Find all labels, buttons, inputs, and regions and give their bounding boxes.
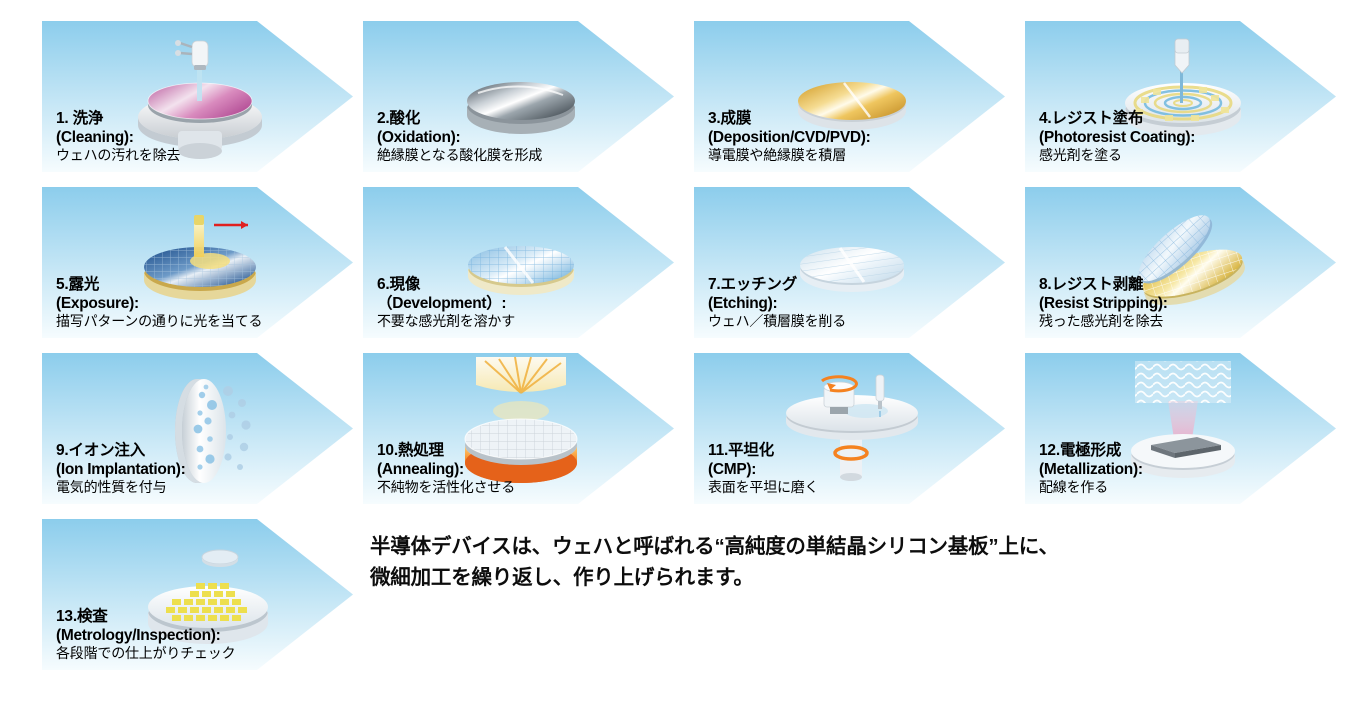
step-label-group: 9.イオン注入 (Ion Implantation): 電気的性質を付与: [56, 441, 326, 496]
step-label-group: 13.検査 (Metrology/Inspection): 各段階での仕上がりチ…: [56, 607, 326, 662]
step-description: 不要な感光剤を溶かす: [377, 312, 515, 329]
step-label-group: 8.レジスト剥離 (Resist Stripping): 残った感光剤を除去: [1039, 275, 1309, 330]
step-title-en: (Metallization):: [1039, 460, 1143, 478]
step-label-group: 12.電極形成 (Metallization): 配線を作る: [1039, 441, 1309, 496]
process-step-4[interactable]: 4.レジスト塗布 (Photoresist Coating): 感光剤を塗る: [1025, 21, 1336, 172]
step-title-jp: 11.平坦化: [708, 441, 774, 459]
step-description: 配線を作る: [1039, 478, 1108, 495]
step-description: 表面を平坦に磨く: [708, 478, 819, 495]
step-label-group: 10.熱処理 (Annealing): 不純物を活性化させる: [377, 441, 647, 496]
step-description: 各段階での仕上がりチェック: [56, 644, 236, 661]
process-step-10[interactable]: 10.熱処理 (Annealing): 不純物を活性化させる: [363, 353, 674, 504]
step-description: 電気的性質を付与: [56, 478, 167, 495]
process-step-1[interactable]: 1. 洗浄 (Cleaning): ウェハの汚れを除去: [42, 21, 353, 172]
step-title-en: (CMP):: [708, 460, 757, 478]
process-step-5[interactable]: 5.露光 (Exposure): 描写パターンの通りに光を当てる: [42, 187, 353, 338]
summary-caption: 半導体デバイスは、ウェハと呼ばれる“高純度の単結晶シリコン基板”上に、 微細加工…: [370, 531, 1270, 593]
step-title-en: (Deposition/CVD/PVD):: [708, 128, 871, 146]
process-step-2[interactable]: 2.酸化 (Oxidation): 絶縁膜となる酸化膜を形成: [363, 21, 674, 172]
step-title-en: (Exposure):: [56, 294, 139, 312]
step-label-group: 3.成膜 (Deposition/CVD/PVD): 導電膜や絶縁膜を積層: [708, 109, 978, 164]
step-title-jp: 6.現像: [377, 275, 421, 293]
step-label-group: 7.エッチング (Etching): ウェハ／積層膜を削る: [708, 275, 978, 330]
step-description: 不純物を活性化させる: [377, 478, 515, 495]
step-title-jp: 13.検査: [56, 607, 108, 625]
step-description: 絶縁膜となる酸化膜を形成: [377, 146, 543, 163]
process-step-3[interactable]: 3.成膜 (Deposition/CVD/PVD): 導電膜や絶縁膜を積層: [694, 21, 1005, 172]
process-step-7[interactable]: 7.エッチング (Etching): ウェハ／積層膜を削る: [694, 187, 1005, 338]
step-label-group: 4.レジスト塗布 (Photoresist Coating): 感光剤を塗る: [1039, 109, 1309, 164]
step-title-en: (Annealing):: [377, 460, 464, 478]
process-step-9[interactable]: 9.イオン注入 (Ion Implantation): 電気的性質を付与: [42, 353, 353, 504]
step-description: 感光剤を塗る: [1039, 146, 1122, 163]
step-label-group: 2.酸化 (Oxidation): 絶縁膜となる酸化膜を形成: [377, 109, 647, 164]
step-title-jp: 5.露光: [56, 275, 100, 293]
process-step-13[interactable]: 13.検査 (Metrology/Inspection): 各段階での仕上がりチ…: [42, 519, 353, 670]
step-title-en: (Photoresist Coating):: [1039, 128, 1196, 146]
step-label-group: 5.露光 (Exposure): 描写パターンの通りに光を当てる: [56, 275, 326, 330]
process-step-8[interactable]: 8.レジスト剥離 (Resist Stripping): 残った感光剤を除去: [1025, 187, 1336, 338]
step-label-group: 11.平坦化 (CMP): 表面を平坦に磨く: [708, 441, 978, 496]
step-description: ウェハ／積層膜を削る: [708, 312, 846, 329]
step-title-jp: 12.電極形成: [1039, 441, 1122, 459]
step-title-en: (Metrology/Inspection):: [56, 626, 221, 644]
step-description: ウェハの汚れを除去: [56, 146, 181, 163]
process-step-11[interactable]: 11.平坦化 (CMP): 表面を平坦に磨く: [694, 353, 1005, 504]
step-description: 導電膜や絶縁膜を積層: [708, 146, 846, 163]
step-title-jp: 9.イオン注入: [56, 441, 146, 459]
step-title-jp: 4.レジスト塗布: [1039, 109, 1144, 127]
step-title-jp: 2.酸化: [377, 109, 421, 127]
process-step-12[interactable]: 12.電極形成 (Metallization): 配線を作る: [1025, 353, 1336, 504]
step-title-en: (Resist Stripping):: [1039, 294, 1168, 312]
step-title-en: （Development）:: [377, 294, 507, 312]
step-title-jp: 8.レジスト剥離: [1039, 275, 1144, 293]
step-title-jp: 1. 洗浄: [56, 109, 104, 127]
step-title-en: (Ion Implantation):: [56, 460, 186, 478]
step-description: 残った感光剤を除去: [1039, 312, 1164, 329]
caption-line-1: 半導体デバイスは、ウェハと呼ばれる“高純度の単結晶シリコン基板”上に、: [370, 535, 1059, 558]
step-description: 描写パターンの通りに光を当てる: [56, 312, 263, 329]
step-title-jp: 10.熱処理: [377, 441, 444, 459]
step-title-en: (Etching):: [708, 294, 778, 312]
step-title-jp: 7.エッチング: [708, 275, 798, 293]
step-label-group: 1. 洗浄 (Cleaning): ウェハの汚れを除去: [56, 109, 326, 164]
process-step-6[interactable]: 6.現像 （Development）: 不要な感光剤を溶かす: [363, 187, 674, 338]
caption-line-2: 微細加工を繰り返し、作り上げられます。: [370, 566, 754, 590]
step-title-en: (Cleaning):: [56, 128, 134, 146]
step-label-group: 6.現像 （Development）: 不要な感光剤を溶かす: [377, 275, 647, 330]
step-title-jp: 3.成膜: [708, 109, 752, 127]
step-title-en: (Oxidation):: [377, 128, 461, 146]
